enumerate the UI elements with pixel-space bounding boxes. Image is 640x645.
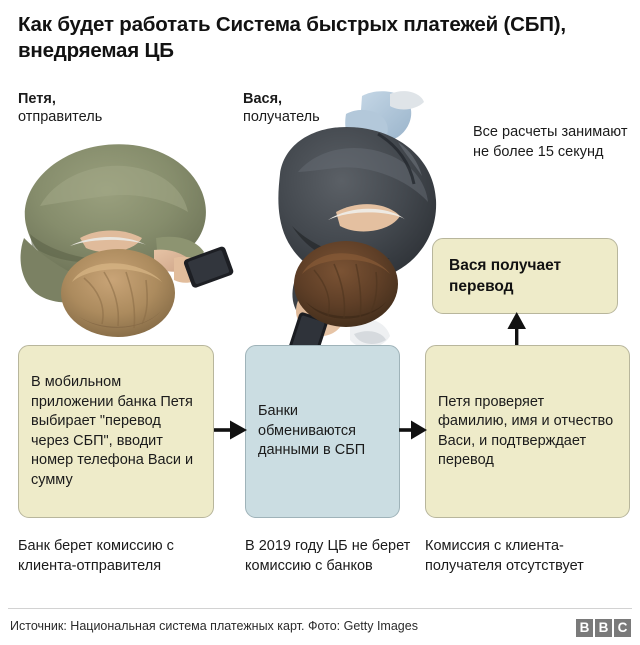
caption-step-3: Комиссия с клиента-получателя отсутствуе… xyxy=(425,538,584,574)
person-label-sender: Петя, отправитель xyxy=(18,90,102,126)
source-line: Источник: Национальная система платежных… xyxy=(10,619,418,633)
footer-divider xyxy=(8,608,632,609)
flow-step-3-box: Петя проверяет фамилию, имя и отчество В… xyxy=(425,345,630,518)
timing-note: Все расчеты занимают не более 15 секунд xyxy=(473,124,628,160)
arrow-step3-to-receive xyxy=(505,312,529,348)
photo-sender xyxy=(6,130,246,355)
receive-box: Вася получает перевод xyxy=(432,238,618,314)
arrow-step1-to-step2 xyxy=(214,418,247,442)
arrow-step2-to-step3 xyxy=(399,418,427,442)
bbc-logo-letter-1: B xyxy=(576,619,593,637)
person-role-sender: отправитель xyxy=(18,109,103,125)
bbc-logo: B B C xyxy=(576,619,631,637)
person-label-receiver: Вася, получатель xyxy=(243,90,320,126)
caption-step-2: В 2019 году ЦБ не берет комиссию с банко… xyxy=(245,538,411,574)
flow-step-1-box: В мобильном приложении банка Петя выбира… xyxy=(18,345,214,518)
bbc-logo-letter-3: C xyxy=(614,619,631,637)
page-title: Как будет работать Система быстрых плате… xyxy=(18,13,566,62)
photo-receiver xyxy=(258,88,463,356)
caption-step-1: Банк берет комиссию с клиента-отправител… xyxy=(18,538,174,574)
person-role-receiver: получатель xyxy=(243,109,320,125)
person-name-sender: Петя, xyxy=(18,91,56,107)
person-name-receiver: Вася, xyxy=(243,91,283,107)
flow-step-2-box: Банки обмениваются данными в СБП xyxy=(245,345,400,518)
bbc-logo-letter-2: B xyxy=(595,619,612,637)
